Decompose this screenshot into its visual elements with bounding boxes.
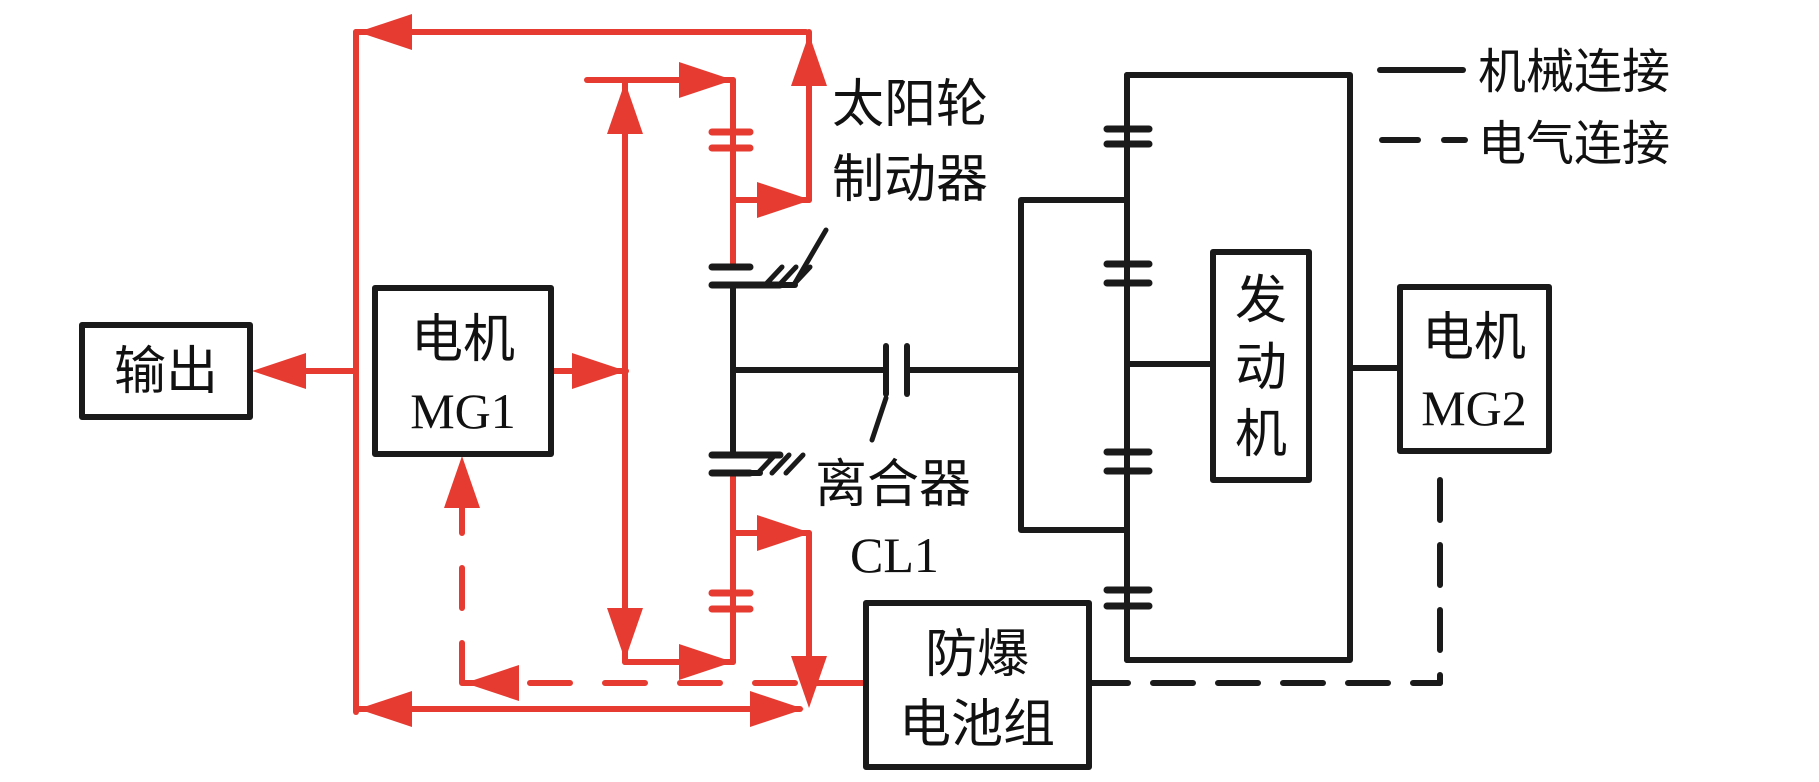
arrow-left-icon xyxy=(358,14,412,50)
clutch-label-2: CL1 xyxy=(850,527,939,583)
arrow-up-icon xyxy=(444,456,480,508)
arrow-up-icon xyxy=(607,82,643,134)
block-output: 输出 xyxy=(79,322,253,420)
block-engine: 发 动 机 xyxy=(1210,249,1312,483)
carrier-frame xyxy=(1018,197,1130,533)
power-flow-paths xyxy=(252,14,869,727)
arrow-left-icon xyxy=(358,691,412,727)
legend-mechanical-label: 机械连接 xyxy=(1478,44,1670,100)
battery-label-1: 防爆 xyxy=(925,625,1029,685)
arrow-right-icon xyxy=(757,182,811,218)
engine-label-1: 发 xyxy=(1235,271,1287,331)
sun-brake-symbol xyxy=(762,227,829,288)
mg2-label-en: MG2 xyxy=(1421,380,1527,436)
arrow-right-icon xyxy=(679,62,733,98)
arrow-right-icon xyxy=(750,691,804,727)
mg2-label-cn: 电机 xyxy=(1422,308,1526,368)
sun-brake-label-1: 太阳轮 xyxy=(832,75,988,135)
block-battery: 防爆 电池组 xyxy=(863,600,1092,770)
electrical-links xyxy=(1085,477,1443,686)
arrow-left-icon xyxy=(465,665,519,701)
block-mg2: 电机 MG2 xyxy=(1397,284,1552,454)
legend: 机械连接 电气连接 xyxy=(1377,44,1670,172)
block-mg1: 电机 MG1 xyxy=(372,285,554,457)
clutch-brake-symbol xyxy=(730,452,806,476)
arrow-left-icon xyxy=(252,353,306,389)
battery-label-2: 电池组 xyxy=(899,695,1055,755)
arrow-up-icon xyxy=(791,34,827,86)
mechanical-links xyxy=(708,72,1403,663)
sun-brake-label-2: 制动器 xyxy=(832,150,988,210)
engine-label-3: 机 xyxy=(1235,405,1287,465)
output-label: 输出 xyxy=(114,342,218,402)
arrow-right-icon xyxy=(757,515,811,551)
mg1-label-cn: 电机 xyxy=(411,310,515,370)
clutch-label-1: 离合器 xyxy=(815,455,971,515)
arrow-right-icon xyxy=(572,353,626,389)
mg1-label-en: MG1 xyxy=(410,383,516,439)
arrow-down-icon xyxy=(607,608,643,660)
legend-electrical-label: 电气连接 xyxy=(1478,116,1670,172)
clutch-pointer xyxy=(869,395,889,443)
engine-label-2: 动 xyxy=(1235,338,1287,398)
arrow-right-icon xyxy=(679,644,733,680)
